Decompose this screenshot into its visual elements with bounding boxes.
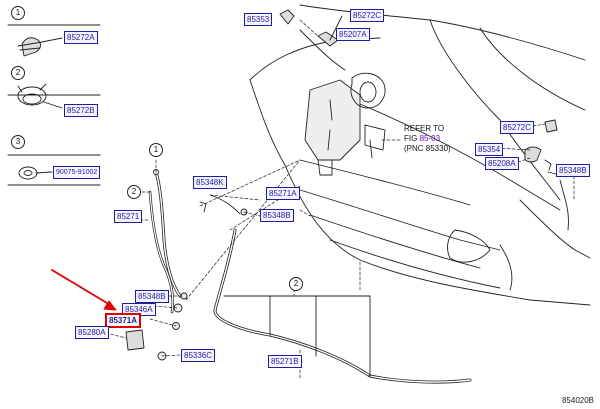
callout-85272C-top[interactable]: 85272C — [350, 9, 385, 22]
callout-85271B[interactable]: 85271B — [268, 355, 302, 368]
clip-1-icon — [17, 37, 63, 57]
callout-85271[interactable]: 85271 — [114, 210, 143, 223]
highlight-arrow — [51, 269, 117, 311]
hose-badge-left: 2 — [127, 185, 141, 199]
refer-note-fig-prefix: FIG — [404, 134, 420, 143]
callout-85354[interactable]: 85354 — [475, 143, 504, 156]
legend-callout-85272A[interactable]: 85272A — [64, 31, 98, 44]
grommet-3-icon — [18, 166, 53, 180]
hose-badge-bottom: 2 — [289, 277, 303, 291]
refer-note-fig-link[interactable]: 85-03 — [419, 134, 441, 143]
callout-85280A[interactable]: 85280A — [75, 326, 109, 339]
legend-number-3: 3 — [11, 135, 25, 149]
clip-2-icon — [17, 83, 63, 109]
callout-85348B-right[interactable]: 85348B — [556, 164, 590, 177]
sheet-code: 854020B — [561, 396, 594, 405]
hose-bracket-lines — [223, 295, 371, 377]
callout-85348B-low[interactable]: 85348B — [135, 290, 169, 303]
legend-callout-85272B[interactable]: 85272B — [64, 104, 98, 117]
legend-number-1: 1 — [11, 6, 25, 20]
hose-badge-top: 1 — [149, 143, 163, 157]
legend-callout-90075-91002[interactable]: 90075-91002 — [53, 166, 101, 179]
callout-85208A[interactable]: 85208A — [485, 157, 519, 170]
callout-85348B-mid[interactable]: 85348B — [260, 209, 294, 222]
refer-note: REFER TO FIG 85-03 (PNC 85330) — [404, 124, 451, 154]
callout-85348K[interactable]: 85348K — [193, 176, 227, 189]
bumper-outline — [249, 4, 591, 306]
callout-85336C[interactable]: 85336C — [181, 349, 216, 362]
callout-85272C-right[interactable]: 85272C — [500, 121, 535, 134]
legend-box — [7, 24, 101, 186]
callout-85371A[interactable]: 85371A — [105, 313, 142, 328]
washer-bracket — [304, 72, 386, 176]
refer-note-line3: (PNC 85330) — [404, 144, 451, 153]
refer-note-line2[interactable]: FIG 85-03 — [404, 134, 451, 144]
legend-number-2: 2 — [11, 66, 25, 80]
callout-85353[interactable]: 85353 — [244, 13, 273, 26]
washer-hoses — [148, 170, 472, 384]
refer-note-line1: REFER TO — [404, 124, 445, 133]
leader-lines — [105, 19, 575, 381]
cap-85353-icon — [279, 9, 295, 25]
callout-85271A[interactable]: 85271A — [266, 187, 300, 200]
callout-85207A[interactable]: 85207A — [336, 28, 370, 41]
